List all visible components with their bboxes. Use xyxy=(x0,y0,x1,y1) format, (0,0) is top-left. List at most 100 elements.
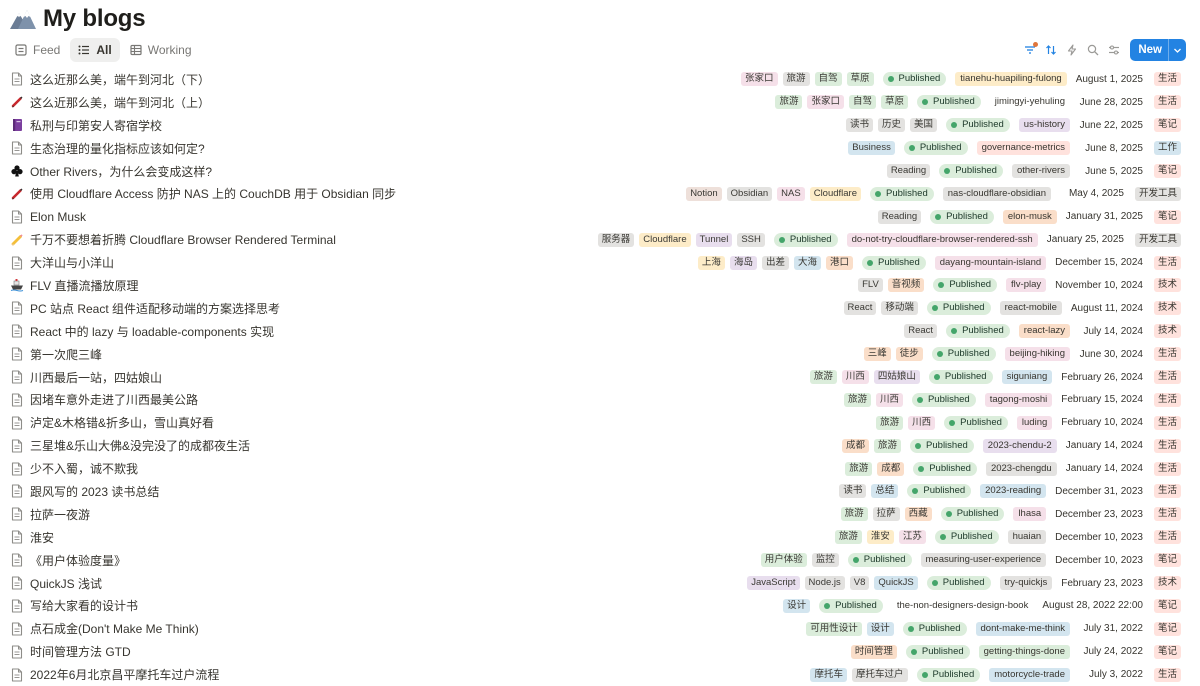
row-title[interactable]: 《用户体验度量》 xyxy=(30,553,127,568)
sort-button[interactable] xyxy=(1041,40,1061,60)
table-row[interactable]: 千万不要想着折腾 Cloudflare Browser Rendered Ter… xyxy=(0,228,1200,251)
row-title-cell[interactable]: 泸定&木格错&折多山，雪山真好看 xyxy=(10,411,214,434)
row-title[interactable]: 私刑与印第安人寄宿学校 xyxy=(30,118,163,133)
row-title-cell[interactable]: 私刑与印第安人寄宿学校 xyxy=(10,114,162,137)
row-title[interactable]: 这么近那么美，端午到河北（下） xyxy=(30,72,211,87)
row-title-cell[interactable]: 大洋山与小洋山 xyxy=(10,251,114,274)
row-title-cell[interactable]: 拉萨一夜游 xyxy=(10,503,90,526)
new-dropdown-button[interactable] xyxy=(1168,39,1186,61)
row-title[interactable]: 跟风写的 2023 读书总结 xyxy=(30,484,160,499)
row-title-cell[interactable]: 少不入蜀，诚不欺我 xyxy=(10,457,138,480)
row-title[interactable]: 生态治理的量化指标应该如何定? xyxy=(30,141,205,156)
status-badge: Published xyxy=(847,553,912,568)
row-title[interactable]: FLV 直播流播放原理 xyxy=(30,278,139,293)
row-title-cell[interactable]: 使用 Cloudflare Access 防护 NAS 上的 CouchDB 用… xyxy=(10,182,396,205)
row-title-cell[interactable]: 因堵车意外走进了川西最美公路 xyxy=(10,388,198,411)
new-button-label[interactable]: New xyxy=(1138,44,1162,56)
row-title-cell[interactable]: 第一次爬三峰 xyxy=(10,343,102,366)
row-title[interactable]: 时间管理方法 GTD xyxy=(30,645,131,660)
automation-button[interactable] xyxy=(1062,40,1082,60)
row-title[interactable]: 第一次爬三峰 xyxy=(30,347,103,362)
row-title-cell[interactable]: 《用户体验度量》 xyxy=(10,549,126,572)
row-title[interactable]: Other Rivers，为什么会变成这样? xyxy=(30,164,213,179)
row-title[interactable]: 川西最后一站，四姑娘山 xyxy=(30,370,163,385)
row-title[interactable]: Elon Musk xyxy=(30,209,87,224)
row-title-cell[interactable]: 川西最后一站，四姑娘山 xyxy=(10,366,162,389)
filter-button[interactable] xyxy=(1020,40,1040,60)
row-title-cell[interactable]: 生态治理的量化指标应该如何定? xyxy=(10,137,205,160)
row-title[interactable]: 这么近那么美，端午到河北（上） xyxy=(30,95,211,110)
row-title[interactable]: 大洋山与小洋山 xyxy=(30,256,115,271)
tag-pill: 旅游 xyxy=(782,72,810,87)
new-button[interactable]: New xyxy=(1130,39,1186,61)
row-title-cell[interactable]: 这么近那么美，端午到河北（上） xyxy=(10,91,210,114)
row-title[interactable]: 拉萨一夜游 xyxy=(30,507,91,522)
tab-working-label: Working xyxy=(147,43,192,57)
tab-all[interactable]: All xyxy=(70,38,120,62)
row-title-cell[interactable]: 点石成金(Don't Make Me Think) xyxy=(10,617,199,640)
row-title-cell[interactable]: 时间管理方法 GTD xyxy=(10,640,131,663)
row-title-cell[interactable]: FLV 直播流播放原理 xyxy=(10,274,138,297)
row-title-cell[interactable]: 2022年6月北京昌平摩托车过户流程 xyxy=(10,663,219,686)
row-title-cell[interactable]: Elon Musk xyxy=(10,205,86,228)
row-title[interactable]: 因堵车意外走进了川西最美公路 xyxy=(30,393,199,408)
tag-pill: 历史 xyxy=(878,118,906,133)
row-title[interactable]: 淮安 xyxy=(30,530,55,545)
row-title[interactable]: 千万不要想着折腾 Cloudflare Browser Rendered Ter… xyxy=(30,233,336,248)
tab-working[interactable]: Working xyxy=(122,38,200,62)
row-title-cell[interactable]: 写给大家看的设计书 xyxy=(10,594,138,617)
settings-button[interactable] xyxy=(1104,40,1124,60)
status-dot-icon xyxy=(918,465,925,472)
row-title[interactable]: 2022年6月北京昌平摩托车过户流程 xyxy=(30,668,220,683)
row-title-cell[interactable]: PC 站点 React 组件适配移动端的方案选择思考 xyxy=(10,297,280,320)
row-title[interactable]: 少不入蜀，诚不欺我 xyxy=(30,462,139,477)
row-title[interactable]: React 中的 lazy 与 loadable-components 实现 xyxy=(30,324,275,339)
row-title[interactable]: 点石成金(Don't Make Me Think) xyxy=(30,622,199,637)
row-title-cell[interactable]: 淮安 xyxy=(10,526,54,549)
row-title-cell[interactable]: 三星堆&乐山大佛&没完没了的成都夜生活 xyxy=(10,434,250,457)
page-icon xyxy=(10,622,24,636)
row-title-cell[interactable]: QuickJS 浅试 xyxy=(10,572,102,595)
row-title[interactable]: PC 站点 React 组件适配移动端的方案选择思考 xyxy=(30,301,281,316)
category-pill: 生活 xyxy=(1153,484,1181,499)
row-title-cell[interactable]: 跟风写的 2023 读书总结 xyxy=(10,480,159,503)
search-button[interactable] xyxy=(1083,40,1103,60)
row-title-cell[interactable]: 千万不要想着折腾 Cloudflare Browser Rendered Ter… xyxy=(10,228,336,251)
tab-feed[interactable]: Feed xyxy=(7,38,68,62)
row-title[interactable]: 泸定&木格错&折多山，雪山真好看 xyxy=(30,416,215,431)
row-title[interactable]: 三星堆&乐山大佛&没完没了的成都夜生活 xyxy=(30,439,251,454)
row-title-cell[interactable]: React 中的 lazy 与 loadable-components 实现 xyxy=(10,320,274,343)
row-title-cell[interactable]: Other Rivers，为什么会变成这样? xyxy=(10,160,212,183)
table-row[interactable]: 使用 Cloudflare Access 防护 NAS 上的 CouchDB 用… xyxy=(0,182,1200,205)
row-title[interactable]: 使用 Cloudflare Access 防护 NAS 上的 CouchDB 用… xyxy=(30,187,397,202)
row-title-cell[interactable]: 这么近那么美，端午到河北（下） xyxy=(10,68,210,91)
row-title[interactable]: 写给大家看的设计书 xyxy=(30,599,139,614)
row-title[interactable]: QuickJS 浅试 xyxy=(30,576,103,591)
